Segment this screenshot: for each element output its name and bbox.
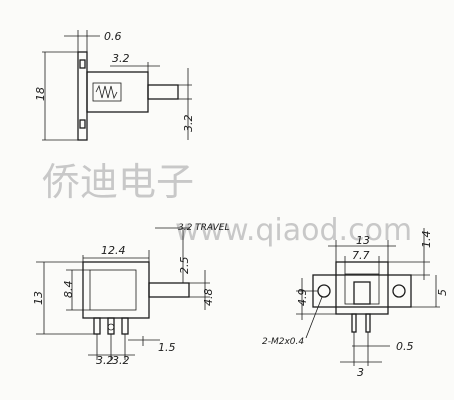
front-body <box>335 261 389 315</box>
dim-flange-height: 5 <box>436 289 449 296</box>
side-actuator <box>148 282 190 298</box>
dim-housing-length: 3.2 <box>112 52 130 65</box>
tab-bottom <box>79 119 86 129</box>
dim-inner-width: 7.7 <box>352 249 370 262</box>
dim-travel: 3.2 TRAVEL <box>178 223 230 233</box>
terminal-3 <box>121 317 129 335</box>
dim-thickness: 0.6 <box>104 30 122 43</box>
tab-top <box>79 59 86 69</box>
terminal-hole <box>107 323 115 331</box>
dim-pin-width: 0.5 <box>396 340 414 353</box>
spring-symbol <box>95 84 118 100</box>
mounting-plate <box>77 51 88 141</box>
dim-pin-pitch-a: 3.2 <box>96 354 114 367</box>
front-pin-left <box>351 313 357 333</box>
front-flange <box>312 274 412 308</box>
dim-hole-height: 4.9 <box>296 289 309 307</box>
actuator-plunger <box>147 84 179 100</box>
dim-actuator-width: 4.8 <box>202 289 215 307</box>
dim-body-width: 12.4 <box>101 244 126 257</box>
front-view: 13 7.7 1.4 5 4.9 2-M2x0.4 0.5 3 <box>262 228 449 379</box>
spring-box <box>92 82 122 102</box>
mount-hole-left <box>317 284 331 298</box>
dim-body-height: 8.4 <box>62 281 75 299</box>
side-view: 3.2 TRAVEL 12.4 2.5 13 8.4 4.8 1.5 3.2 <box>32 223 230 367</box>
terminal-1 <box>93 317 101 335</box>
dim-overall-width: 13 <box>356 234 370 247</box>
front-actuator <box>353 281 371 305</box>
dim-pin-pitch-b: 3.2 <box>112 354 130 367</box>
side-inner <box>89 269 137 311</box>
watermark-website: www.qiaod.com <box>175 213 412 248</box>
dim-flange-top: 1.4 <box>420 231 433 249</box>
top-view: 0.6 3.2 18 3.2 <box>34 30 195 141</box>
dim-actuator-height: 2.5 <box>178 257 191 275</box>
watermark-company: 侨迪电子 <box>42 160 194 204</box>
dim-height: 18 <box>34 87 47 101</box>
front-inner <box>344 273 380 305</box>
dim-pin-spacing: 3 <box>357 366 364 379</box>
dim-terminal-offset: 1.5 <box>158 341 176 354</box>
terminal-2 <box>107 317 115 335</box>
dim-actuator-offset: 3.2 <box>182 115 195 133</box>
mount-hole-right <box>392 284 406 298</box>
dim-total-height: 13 <box>32 291 45 305</box>
front-pin-right <box>365 313 371 333</box>
dim-mount-holes: 2-M2x0.4 <box>262 337 304 347</box>
